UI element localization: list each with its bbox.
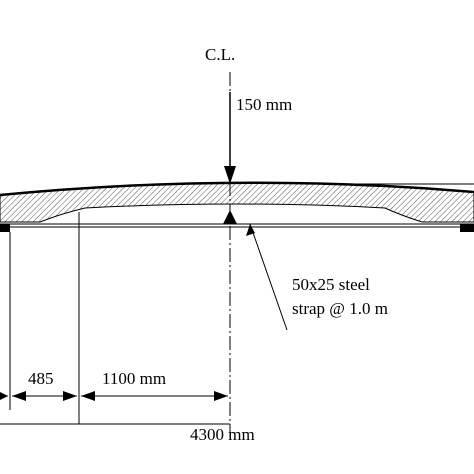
load-label: 150 mm xyxy=(236,95,292,114)
left-support xyxy=(0,224,10,232)
dim-left-fragment-arrow xyxy=(0,392,8,400)
dimension-485-label: 485 xyxy=(28,369,54,388)
load-arrow-head xyxy=(224,166,236,184)
right-support xyxy=(460,224,474,232)
dim-485-arrow-right xyxy=(63,391,77,401)
dimension-4300-label: 4300 mm xyxy=(190,425,255,444)
strap-leader-arrow xyxy=(246,224,255,236)
dim-1100-arrow-right xyxy=(214,391,228,401)
centerline-label: C.L. xyxy=(205,45,235,64)
dimension-1100-label: 1100 mm xyxy=(102,369,166,388)
dim-1100-arrow-left xyxy=(81,391,95,401)
dim-485-arrow-left xyxy=(12,391,26,401)
slab-top-edge xyxy=(0,181,474,197)
reaction-arrow-head xyxy=(223,210,237,224)
strap-label-line2: strap @ 1.0 m xyxy=(292,299,388,318)
strap-leader-line xyxy=(249,223,288,331)
strap-label-line1: 50x25 steel xyxy=(292,275,370,294)
